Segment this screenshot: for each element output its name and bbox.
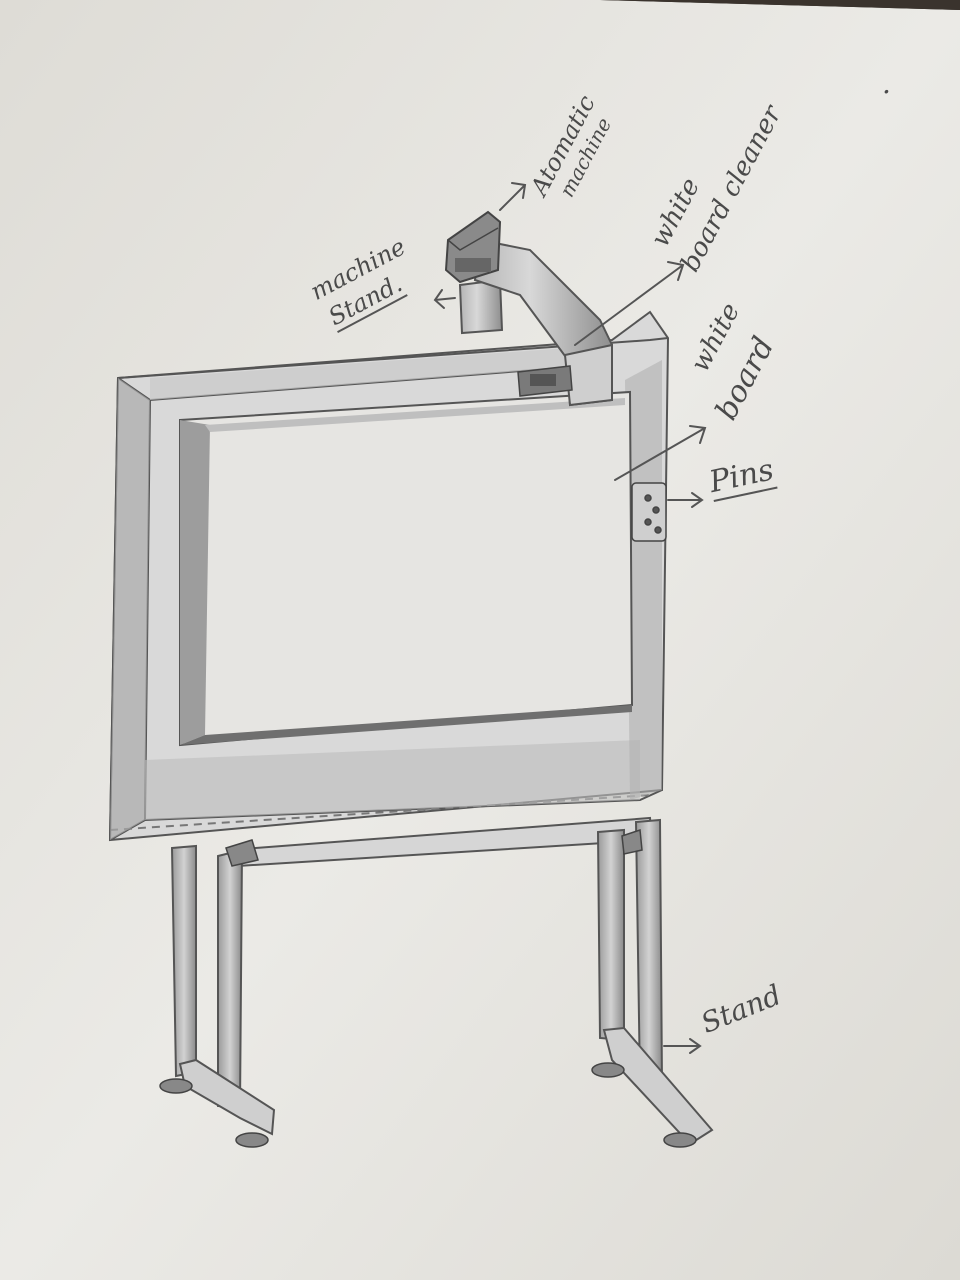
whiteboard-surface — [180, 392, 632, 745]
pins-holder — [632, 483, 666, 541]
board-cleaner — [518, 366, 572, 396]
label-cleaner-dot: . — [882, 70, 891, 98]
